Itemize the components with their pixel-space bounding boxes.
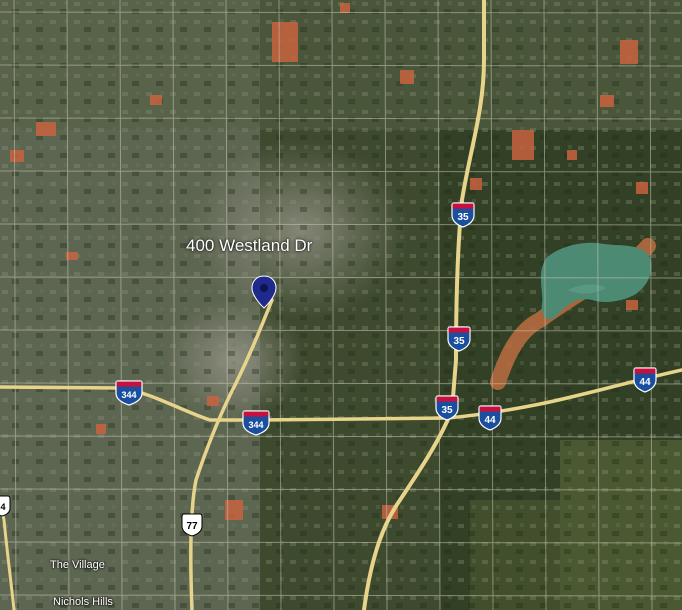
address-label: 400 Westland Dr xyxy=(186,236,313,255)
place-label-the-village: The Village xyxy=(50,559,105,571)
section-line xyxy=(172,0,176,610)
section-line xyxy=(437,0,441,610)
section-line xyxy=(0,117,682,120)
section-line xyxy=(119,0,123,610)
section-line xyxy=(0,64,682,67)
section-line xyxy=(490,0,494,610)
section-line xyxy=(0,276,682,279)
section-line xyxy=(596,0,600,610)
section-line xyxy=(13,0,17,610)
section-line xyxy=(331,0,335,610)
section-line xyxy=(0,329,682,332)
location-pin-icon[interactable] xyxy=(251,275,277,309)
section-line xyxy=(0,488,682,491)
section-line xyxy=(649,0,653,610)
section-line xyxy=(0,594,682,597)
section-line xyxy=(384,0,388,610)
section-line xyxy=(0,170,682,173)
section-line xyxy=(225,0,229,610)
section-line xyxy=(0,11,682,14)
section-line xyxy=(0,435,682,438)
section-line xyxy=(0,382,682,385)
section-line xyxy=(543,0,547,610)
section-line xyxy=(0,541,682,544)
section-line xyxy=(278,0,282,610)
section-line xyxy=(66,0,70,610)
section-line xyxy=(0,223,682,226)
place-label-nichols-hills: Nichols Hills xyxy=(53,596,113,608)
